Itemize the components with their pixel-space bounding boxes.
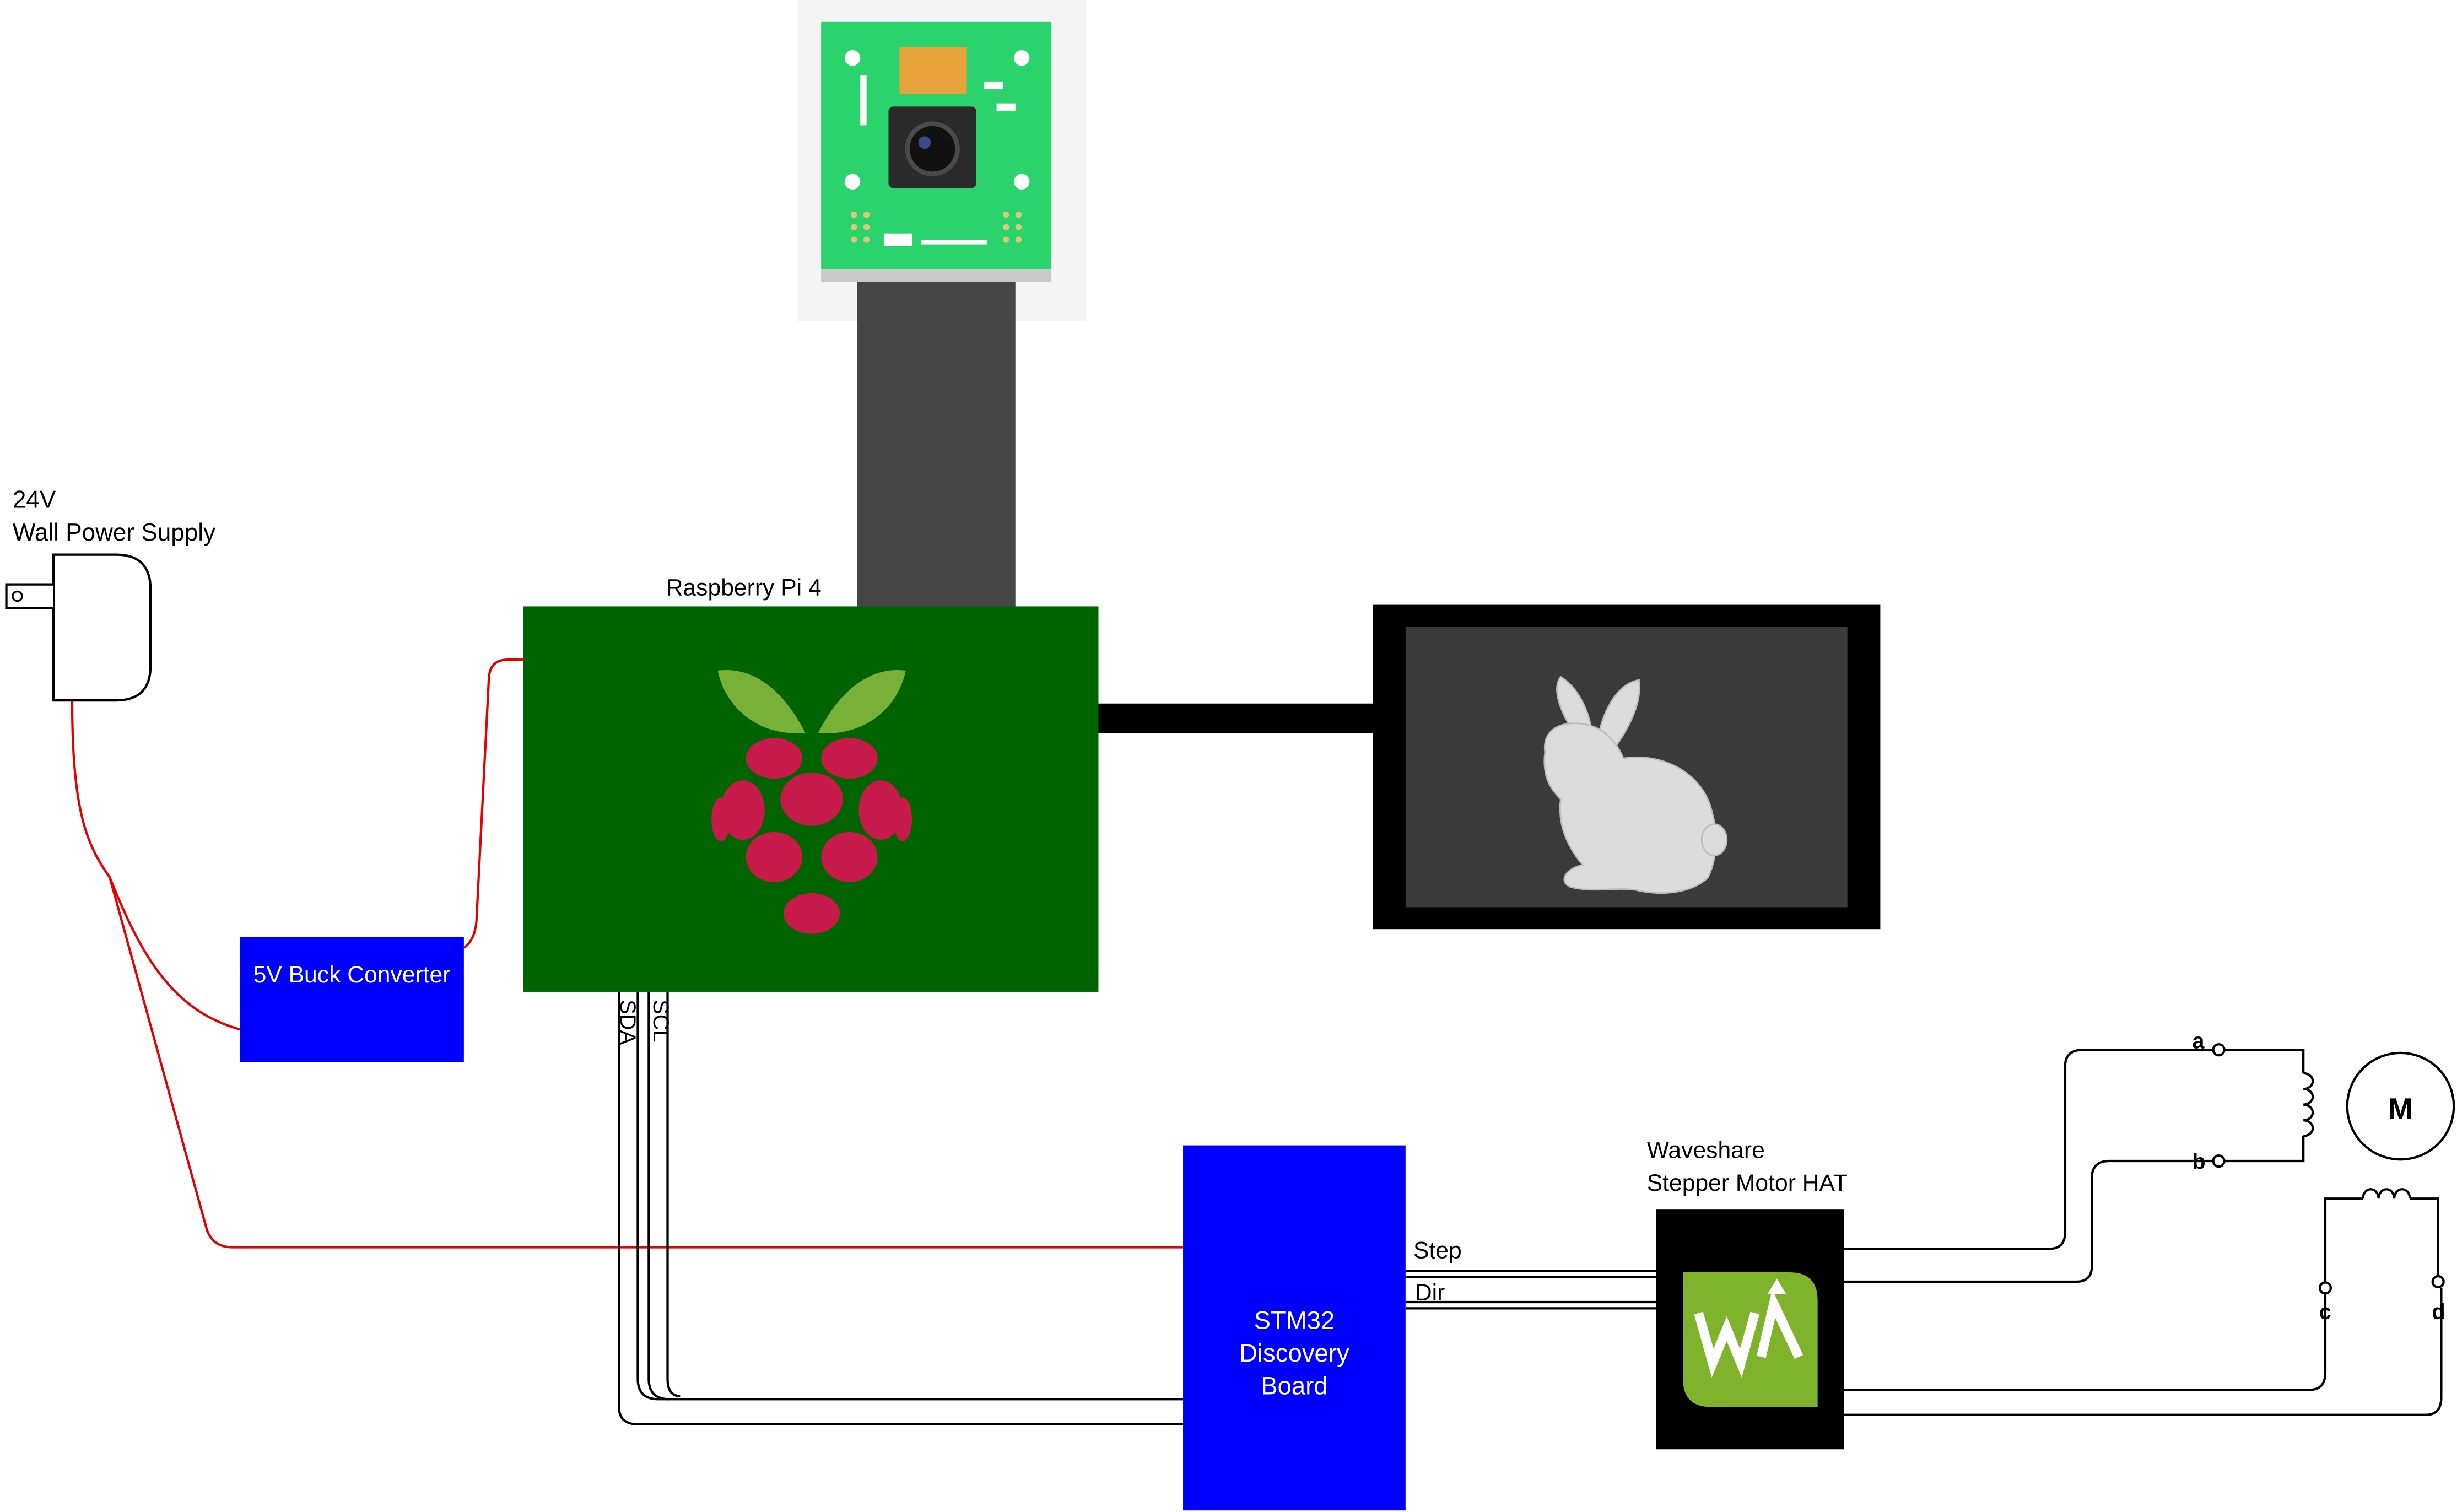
motor-hat-label-line2: Stepper Motor HAT xyxy=(1647,1170,1848,1196)
stepper-motor-hat-block: Waveshare Stepper Motor HAT xyxy=(1647,1137,1848,1450)
bunny-body xyxy=(1543,722,1717,894)
power-adapter-body xyxy=(52,553,152,702)
step-dir-wires xyxy=(1405,1269,1656,1310)
terminal-d-icon xyxy=(2431,1275,2445,1289)
wire-supply-to-stm32 xyxy=(109,877,1184,1249)
coil-ab xyxy=(2224,1049,2314,1163)
stm32-label-line1: STM32 xyxy=(1254,1306,1335,1334)
motor-hat-label-line1: Waveshare xyxy=(1647,1137,1765,1163)
inductor-coil-icon xyxy=(2362,1188,2411,1199)
scl-wire-inner xyxy=(666,991,681,1397)
sda-wire-inner xyxy=(636,991,1184,1401)
terminal-c-icon xyxy=(2318,1281,2332,1295)
waveshare-logo-icon xyxy=(1683,1272,1818,1407)
dir-signal-label: Dir xyxy=(1415,1279,1445,1306)
power-plug-hole xyxy=(12,590,23,602)
buck-converter-block: 5V Buck Converter xyxy=(240,937,464,1062)
camera-mount-hole-icon xyxy=(844,50,861,66)
stepper-motor-schematic: a b c d M xyxy=(2192,1029,2455,1324)
terminal-d-label: d xyxy=(2432,1300,2445,1324)
sda-label: SDA xyxy=(615,1000,640,1045)
camera-smd-part xyxy=(984,81,1003,90)
camera-mount-hole-icon xyxy=(1013,174,1030,190)
sda-wire-outer xyxy=(618,991,1184,1425)
display-monitor xyxy=(1373,604,1881,930)
bunny-ear-front xyxy=(1556,676,1593,738)
stanford-bunny-icon xyxy=(1543,676,1728,894)
raspberry-pi-label: Raspberry Pi 4 xyxy=(666,575,822,601)
terminal-b-label: b xyxy=(2192,1149,2205,1174)
camera-silkscreen xyxy=(883,233,912,246)
scl-wire-outer xyxy=(647,991,669,1401)
camera-mount-hole-icon xyxy=(1013,50,1030,66)
motor-wire-b xyxy=(1844,1159,2215,1283)
bunny-ear-back xyxy=(1597,679,1640,750)
terminal-a-label: a xyxy=(2192,1029,2205,1053)
stm32-label-line2: Discovery xyxy=(1239,1339,1349,1367)
hdmi-cable xyxy=(1098,703,1374,733)
buck-converter-label: 5V Buck Converter xyxy=(253,962,451,988)
camera-pad-grid xyxy=(851,211,1022,243)
motor-wires xyxy=(1844,1049,2443,1416)
camera-module xyxy=(797,0,1086,608)
motor-symbol-icon xyxy=(2346,1051,2455,1161)
inductor-coil-icon xyxy=(2303,1072,2314,1137)
i2c-wires xyxy=(618,991,1184,1425)
camera-lens-glint xyxy=(918,136,931,149)
raspberry-leaf-right xyxy=(818,669,906,734)
ribbon-cable xyxy=(857,279,1016,608)
power-wires xyxy=(71,658,1184,1249)
camera-silkscreen xyxy=(921,240,987,245)
power-supply-name-label: Wall Power Supply xyxy=(13,519,215,546)
camera-flex-connector xyxy=(899,47,967,94)
stm32-label-line3: Board xyxy=(1261,1372,1327,1400)
motor-symbol-label: M xyxy=(2388,1092,2413,1125)
terminal-c-label: c xyxy=(2319,1300,2331,1324)
motor-wire-d xyxy=(1844,1288,2443,1416)
raspberry-logo-icon xyxy=(711,669,912,934)
wall-power-supply: 24V Wall Power Supply xyxy=(5,486,215,702)
camera-mount-hole-icon xyxy=(844,174,861,190)
camera-connector-strip xyxy=(821,269,1052,282)
terminal-a-icon xyxy=(2212,1043,2226,1057)
bunny-tail xyxy=(1700,823,1728,856)
step-signal-label: Step xyxy=(1413,1237,1462,1263)
wire-supply-to-buck xyxy=(71,700,240,1031)
coil-cd xyxy=(2324,1188,2439,1282)
camera-lens-icon xyxy=(905,121,960,176)
motor-wire-c xyxy=(1844,1292,2327,1391)
terminal-b-icon xyxy=(2212,1154,2226,1168)
wire-buck-to-pi xyxy=(463,658,523,949)
raspberry-pi-block: Raspberry Pi 4 SDA SCL xyxy=(523,575,1099,1045)
stm32-board-block: STM32 Discovery Board xyxy=(1183,1145,1406,1511)
raspberry-leaf-left xyxy=(717,669,806,734)
scl-label: SCL xyxy=(649,1000,673,1042)
motor-wire-a xyxy=(1844,1049,2215,1250)
camera-silkscreen xyxy=(860,75,867,126)
power-supply-voltage-label: 24V xyxy=(13,486,56,513)
camera-smd-part xyxy=(996,103,1016,111)
power-plug-prong-icon xyxy=(5,583,53,609)
